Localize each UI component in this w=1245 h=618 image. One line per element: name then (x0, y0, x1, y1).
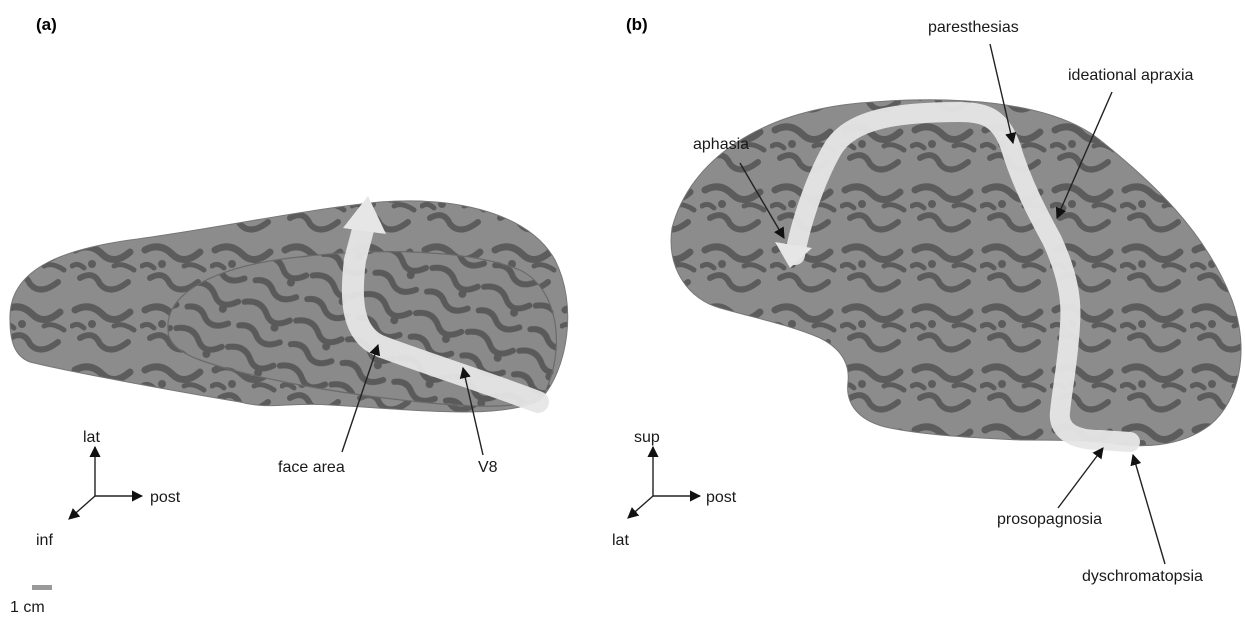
v8-label: V8 (478, 459, 498, 476)
dyschromatopsia-label: dyschromatopsia (1082, 568, 1203, 585)
scale-bar-label: 1 cm (10, 599, 45, 616)
prosopagnosia-label: prosopagnosia (997, 511, 1102, 528)
panel-b-label: (b) (626, 15, 648, 34)
dyschromatopsia-pointer (1133, 455, 1165, 564)
scale-bar (32, 585, 52, 590)
axis-b-up: sup (634, 429, 660, 446)
prosopagnosia-pointer (1058, 448, 1103, 508)
brain-b-lateral (671, 100, 1241, 446)
paresthesias-label: paresthesias (928, 19, 1019, 36)
panel-a-label: (a) (36, 15, 57, 34)
axis-b-diag: lat (612, 532, 629, 549)
axis-a-right: post (150, 489, 181, 506)
aphasia-label: aphasia (693, 136, 749, 153)
ideational-apraxia-label: ideational apraxia (1068, 67, 1194, 84)
axis-a-up: lat (83, 429, 100, 446)
face-area-label: face area (278, 459, 345, 476)
axes-a: lat post inf (36, 429, 181, 549)
brain-a-ventral (10, 196, 568, 412)
axis-b-right: post (706, 489, 737, 506)
axis-a-diag: inf (36, 532, 53, 549)
axes-b: sup post lat (612, 429, 737, 549)
